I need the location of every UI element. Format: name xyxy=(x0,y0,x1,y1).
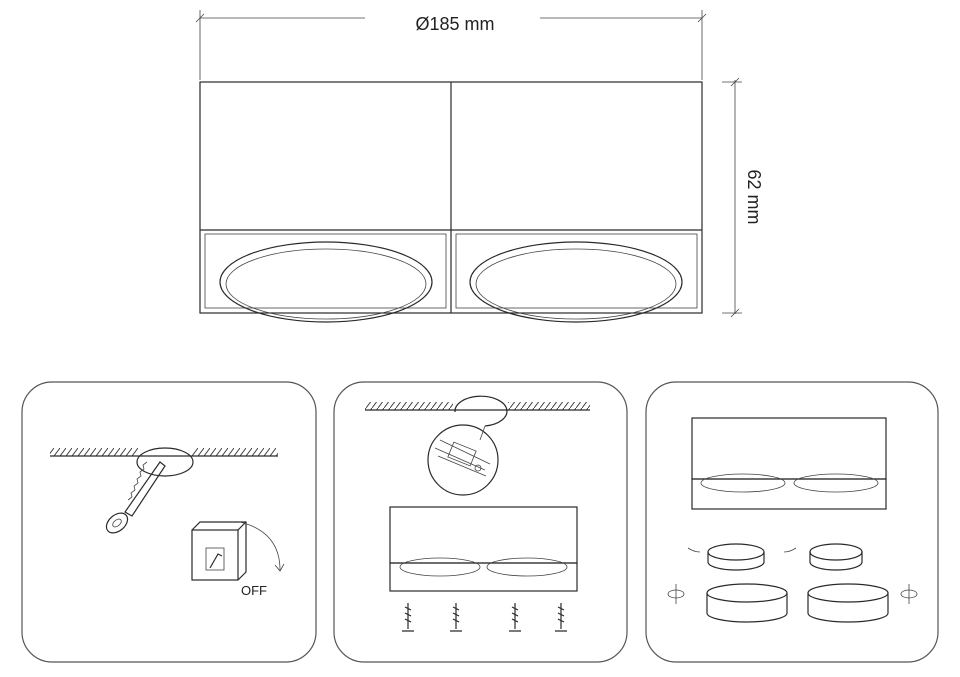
lens-ring-left xyxy=(706,583,788,623)
step-2-panel xyxy=(333,381,628,663)
width-dimension: Ø185 mm xyxy=(195,10,707,80)
led-module-right xyxy=(809,543,863,571)
twist-arrow-icon xyxy=(667,584,918,604)
mounting-screws-icon xyxy=(402,603,567,632)
rotate-arrow-icon xyxy=(687,547,797,553)
lens-ring-right xyxy=(807,583,889,623)
saw-icon xyxy=(105,461,166,534)
step-1-panel: OFF xyxy=(21,381,317,663)
fixture-body xyxy=(691,417,887,510)
off-label: OFF xyxy=(241,583,267,598)
width-label: Ø185 mm xyxy=(415,14,494,34)
wire-connector-icon xyxy=(427,424,499,496)
height-label: 62 mm xyxy=(744,169,764,224)
turn-off-arrow-icon xyxy=(239,521,281,571)
led-module-left xyxy=(707,543,765,571)
fixture-front-view xyxy=(199,81,703,323)
ceiling-hole xyxy=(136,447,194,477)
fixture-body xyxy=(389,506,578,592)
height-dimension: 62 mm xyxy=(722,77,764,318)
step-3-panel xyxy=(645,381,939,663)
product-dimension-drawing: Ø185 mm 62 mm xyxy=(195,10,764,323)
ceiling-opening xyxy=(454,395,508,427)
